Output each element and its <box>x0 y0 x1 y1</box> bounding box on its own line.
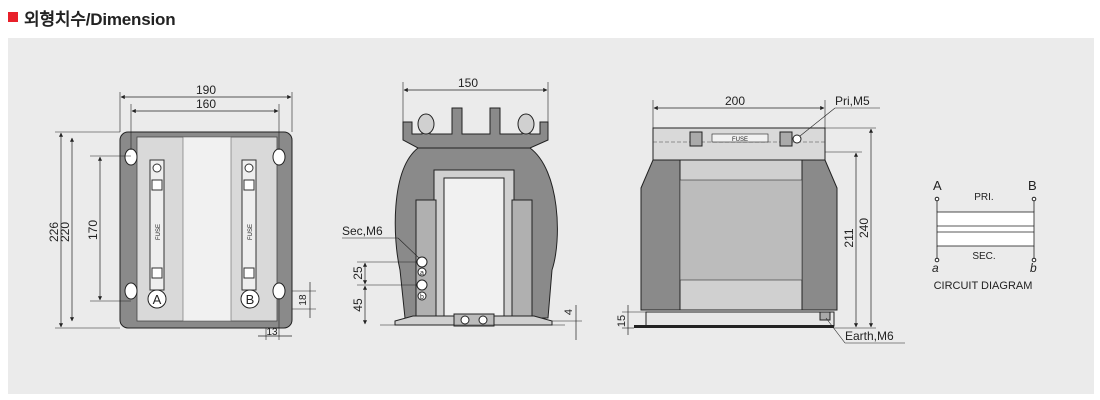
section-header: 외형치수/Dimension <box>8 4 176 30</box>
pri-m5-label: Pri,M5 <box>835 94 870 108</box>
circuit-diagram: A B PRI. SEC. a b CIRCUIT DIAGRAM <box>932 178 1037 292</box>
dim-240: 240 <box>857 218 871 238</box>
dim-220: 220 <box>58 222 72 242</box>
sec-m6-label: Sec,M6 <box>342 224 383 238</box>
mount-hole-icon <box>124 282 138 300</box>
dim-15: 15 <box>616 315 628 327</box>
section-title: 외형치수/Dimension <box>24 9 176 29</box>
sec-term-b: b <box>420 294 424 301</box>
dim-25: 25 <box>351 266 365 280</box>
mount-hole-icon <box>272 148 286 166</box>
circuit-label-a-small: a <box>932 261 939 275</box>
dim-18: 18 <box>298 294 309 306</box>
circuit-label-b-small: b <box>1030 261 1037 275</box>
dim-200: 200 <box>725 94 745 108</box>
terminal-a-label: A <box>153 292 162 307</box>
dim-13: 13 <box>266 327 278 338</box>
dim-45: 45 <box>351 298 365 312</box>
circuit-label-b: B <box>1028 178 1037 193</box>
header-square-icon <box>8 12 18 22</box>
fuse-left-label: FUSE <box>156 224 162 240</box>
fuse-right-label: FUSE <box>248 224 254 240</box>
sec-term-a: a <box>420 270 424 277</box>
third-view: FUSE 200 Pri,M5 211 240 15 <box>616 94 905 344</box>
circuit-label-pri: PRI. <box>974 192 993 203</box>
front-center-panel <box>182 136 232 322</box>
side-view: a b 150 Sec,M6 25 45 4 <box>342 76 582 340</box>
circuit-label-sec: SEC. <box>972 251 995 262</box>
circuit-caption: CIRCUIT DIAGRAM <box>934 280 1033 292</box>
third-fuse-label: FUSE <box>732 137 748 143</box>
circuit-label-a: A <box>933 178 942 193</box>
terminal-b-label: B <box>246 292 255 307</box>
dim-160: 160 <box>196 97 216 111</box>
mount-hole-icon <box>272 282 286 300</box>
third-top-block <box>652 127 826 161</box>
mount-hole-icon <box>124 148 138 166</box>
dim-190: 190 <box>196 83 216 97</box>
front-view: FUSE FUSE A B 190 160 226 220 170 <box>47 83 316 340</box>
dim-170: 170 <box>86 220 100 240</box>
earth-m6-label: Earth,M6 <box>845 329 894 343</box>
dim-150: 150 <box>458 76 478 90</box>
dim-226: 226 <box>47 222 61 242</box>
dim-211: 211 <box>842 228 856 247</box>
dim-4: 4 <box>563 309 575 315</box>
